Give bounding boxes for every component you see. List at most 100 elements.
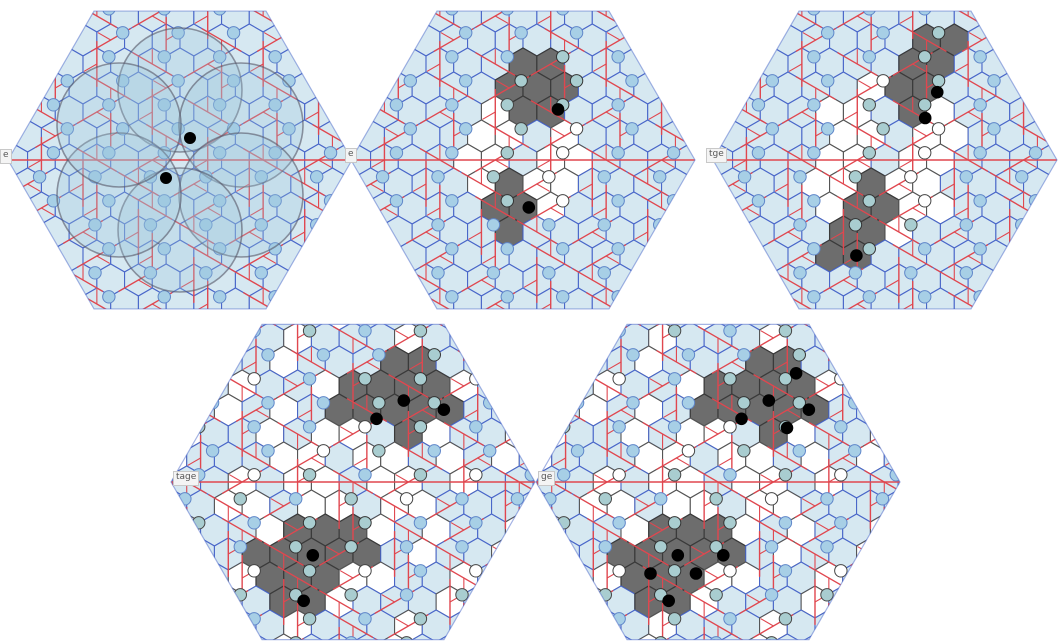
node <box>446 99 458 111</box>
node <box>303 421 315 433</box>
node <box>103 291 115 303</box>
node <box>960 267 972 279</box>
node <box>794 171 806 183</box>
black-node <box>790 368 802 380</box>
node <box>821 493 833 505</box>
node <box>557 243 569 255</box>
node <box>627 349 639 361</box>
node <box>345 541 357 553</box>
node <box>877 27 889 39</box>
black-node <box>931 86 943 98</box>
node <box>765 589 777 601</box>
node <box>248 469 260 481</box>
node <box>501 147 513 159</box>
node <box>793 349 805 361</box>
node <box>400 541 412 553</box>
node <box>543 267 555 279</box>
node <box>303 325 315 337</box>
node <box>974 3 986 15</box>
node <box>821 541 833 553</box>
node <box>724 469 736 481</box>
node <box>557 147 569 159</box>
node <box>613 373 625 385</box>
node <box>821 589 833 601</box>
node <box>487 267 499 279</box>
node <box>738 301 750 313</box>
node <box>876 493 888 505</box>
black-node <box>781 422 793 434</box>
node <box>248 373 260 385</box>
node <box>501 99 513 111</box>
node <box>414 565 426 577</box>
node <box>501 243 513 255</box>
node <box>779 325 791 337</box>
node <box>234 541 246 553</box>
node <box>988 123 1000 135</box>
node <box>428 445 440 457</box>
red-line <box>872 427 884 434</box>
node <box>835 613 847 625</box>
node <box>627 301 639 313</box>
node <box>808 243 820 255</box>
panel-5 <box>510 292 926 642</box>
node <box>248 517 260 529</box>
node <box>303 565 315 577</box>
node <box>345 493 357 505</box>
black-node <box>803 404 815 416</box>
node <box>988 27 1000 39</box>
node <box>359 421 371 433</box>
node <box>835 565 847 577</box>
node <box>808 195 820 207</box>
node <box>557 3 569 15</box>
node <box>863 243 875 255</box>
node <box>390 147 402 159</box>
node <box>849 171 861 183</box>
node <box>612 3 624 15</box>
node <box>248 421 260 433</box>
node <box>470 517 482 529</box>
node <box>612 51 624 63</box>
node <box>779 517 791 529</box>
red-line <box>519 523 531 530</box>
node <box>932 27 944 39</box>
node <box>484 349 496 361</box>
node <box>158 291 170 303</box>
node <box>613 469 625 481</box>
node <box>539 445 551 457</box>
node <box>103 3 115 15</box>
node <box>432 171 444 183</box>
node <box>738 397 750 409</box>
node <box>359 325 371 337</box>
node <box>668 373 680 385</box>
node <box>655 541 667 553</box>
red-line <box>719 314 731 321</box>
seed-node <box>160 172 172 184</box>
node <box>808 291 820 303</box>
node <box>974 147 986 159</box>
node <box>779 613 791 625</box>
node <box>103 51 115 63</box>
node <box>765 541 777 553</box>
black-node <box>438 404 450 416</box>
node <box>33 171 45 183</box>
panel-4 <box>145 292 561 642</box>
node <box>808 147 820 159</box>
node <box>432 267 444 279</box>
node <box>890 421 902 433</box>
node <box>779 469 791 481</box>
panel-3 <box>703 0 1061 326</box>
node <box>835 421 847 433</box>
node <box>682 301 694 313</box>
node <box>863 291 875 303</box>
node <box>324 147 336 159</box>
node <box>117 27 129 39</box>
node <box>460 75 472 87</box>
node <box>863 51 875 63</box>
node <box>668 421 680 433</box>
node <box>303 613 315 625</box>
node <box>446 51 458 63</box>
red-line <box>595 331 607 338</box>
node <box>960 219 972 231</box>
node <box>779 373 791 385</box>
node <box>525 421 537 433</box>
